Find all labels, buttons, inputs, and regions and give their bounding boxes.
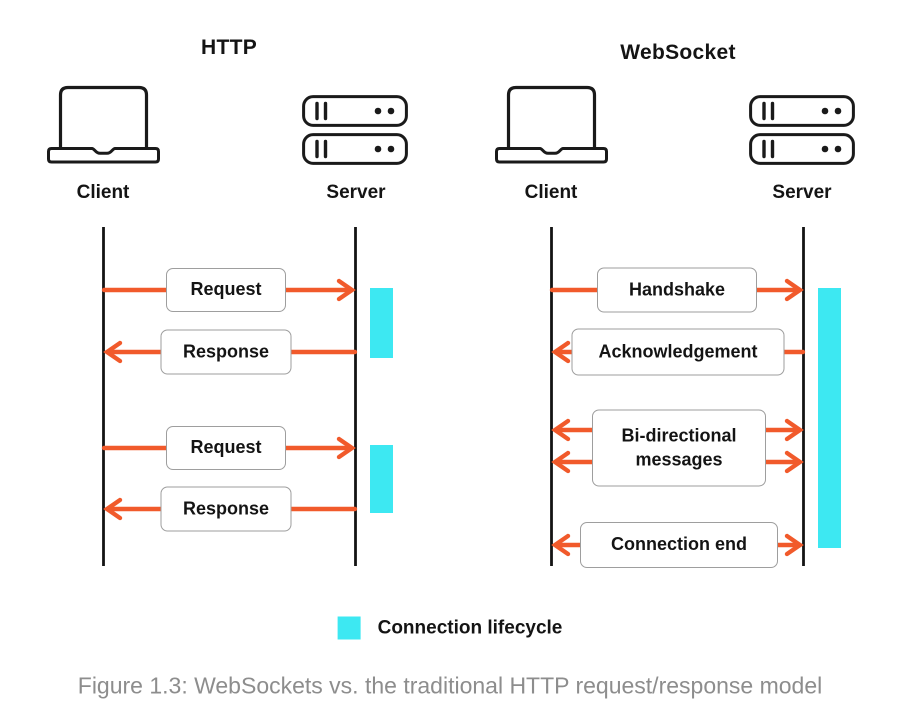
http-response-2-box: Response bbox=[160, 486, 292, 532]
http-connection-bar-1 bbox=[370, 288, 393, 358]
websocket-client-label: Client bbox=[524, 182, 578, 203]
websocket-bidirectional-box: Bi-directional messages bbox=[592, 409, 766, 487]
legend: Connection lifecycle bbox=[337, 616, 563, 640]
http-server-label: Server bbox=[326, 182, 386, 203]
http-client-label: Client bbox=[76, 182, 130, 203]
websocket-connection-bar bbox=[818, 288, 841, 548]
http-response-1-box: Response bbox=[160, 329, 292, 375]
connection-lifecycle-swatch bbox=[337, 616, 361, 640]
laptop-icon bbox=[47, 85, 160, 164]
http-request-2-box: Request bbox=[166, 426, 286, 470]
websocket-connection-end-box: Connection end bbox=[580, 522, 778, 568]
laptop-icon bbox=[495, 85, 608, 164]
websocket-title: WebSocket bbox=[620, 41, 736, 64]
server-rack-icon bbox=[749, 95, 855, 165]
server-rack-icon bbox=[302, 95, 408, 165]
figure-caption: Figure 1.3: WebSockets vs. the tradition… bbox=[77, 672, 823, 699]
http-request-1-box: Request bbox=[166, 268, 286, 312]
http-connection-bar-2 bbox=[370, 445, 393, 513]
websocket-acknowledgement-box: Acknowledgement bbox=[571, 328, 785, 376]
legend-label: Connection lifecycle bbox=[377, 617, 563, 638]
http-title: HTTP bbox=[200, 36, 258, 59]
connection-lifecycle-bars bbox=[370, 288, 841, 548]
websocket-server-label: Server bbox=[772, 182, 832, 203]
websocket-handshake-box: Handshake bbox=[597, 267, 757, 313]
